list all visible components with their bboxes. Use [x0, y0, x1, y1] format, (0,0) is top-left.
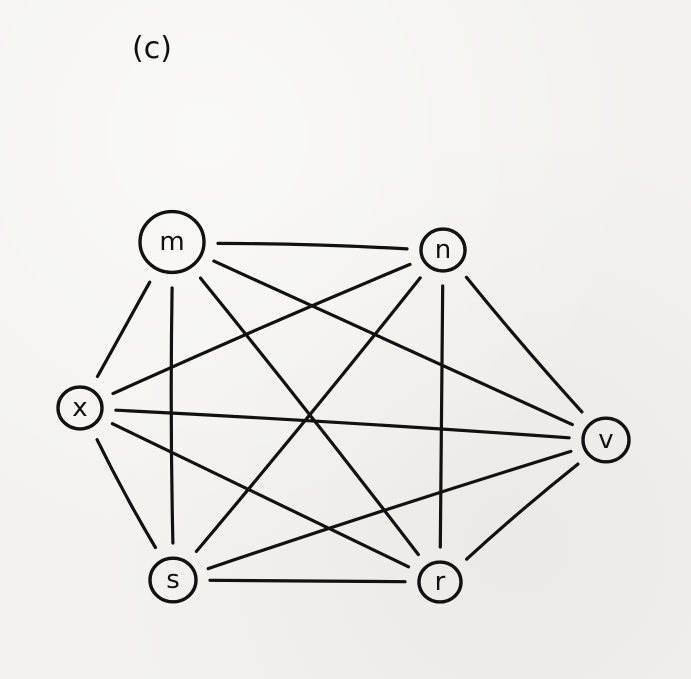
edges-layer [95, 241, 584, 584]
edge-v-r [465, 462, 580, 561]
node-r: r [417, 560, 463, 604]
edge-s-v [206, 449, 573, 571]
edge-m-x [95, 280, 152, 379]
edge-s-r [208, 578, 407, 584]
edge-m-s [169, 286, 175, 545]
node-s-label: s [166, 565, 180, 595]
node-m-circle [138, 209, 206, 275]
node-m-label: m [159, 227, 184, 257]
nodes-layer: m n x v s r [56, 209, 631, 604]
node-x-circle [56, 385, 104, 431]
node-m: m [138, 209, 206, 275]
edge-m-n [216, 241, 409, 251]
edge-n-x [111, 262, 412, 396]
edge-x-v [114, 408, 571, 440]
node-x-label: x [72, 393, 87, 423]
edge-n-r [438, 284, 445, 549]
edge-x-s [95, 438, 157, 550]
edge-n-s [194, 276, 422, 553]
node-r-label: r [435, 567, 446, 597]
node-n-label: n [435, 235, 451, 265]
node-s: s [148, 556, 198, 604]
edge-n-v [464, 275, 584, 414]
edge-x-r [110, 422, 411, 569]
node-r-circle [417, 560, 463, 604]
node-n-circle [419, 227, 467, 273]
node-x: x [56, 385, 104, 431]
part-label: (c) [132, 31, 172, 66]
node-s-circle [148, 556, 198, 604]
node-v-label: v [598, 425, 613, 455]
edge-m-v [212, 259, 574, 427]
node-v-circle [581, 416, 631, 464]
node-v: v [581, 416, 631, 464]
node-n: n [419, 227, 467, 273]
